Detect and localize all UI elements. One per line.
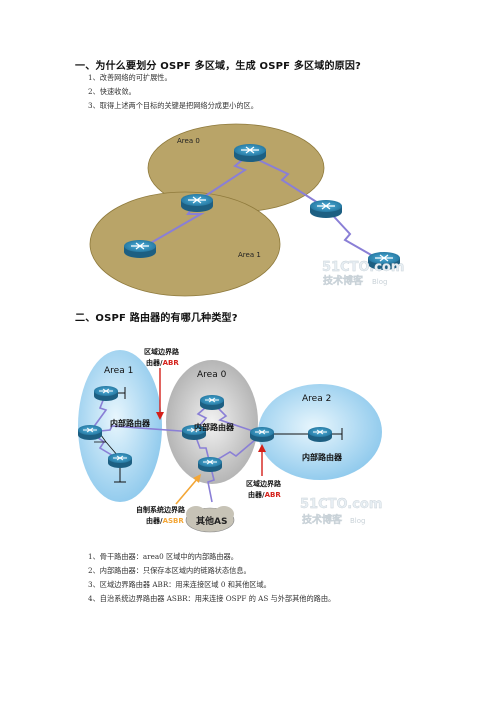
internal-router-right: 内部路由器 [302, 452, 343, 462]
area1-ellipse [89, 191, 281, 297]
area1-label: Area 1 [104, 366, 133, 376]
router-abr-right [249, 426, 275, 443]
watermark-blog-cn-2: 技术博客 [302, 513, 343, 526]
abr-top-accent: ABR [163, 359, 180, 367]
router-area1-bottom [107, 452, 133, 469]
abr-bottom-label-line2: 由器/ABR [248, 490, 281, 499]
abr-bottom-label-line1: 区域边界路 [246, 479, 282, 488]
router-area0-right [309, 199, 343, 219]
section2-item-3: 3、区域边界路由器 ABR：用来连接区域 0 和其他区域。 [88, 580, 271, 589]
router-area1-internal [123, 239, 157, 259]
watermark-blog-1: Blog [372, 278, 387, 286]
area1-label: Area 1 [238, 251, 261, 259]
watermark-blog-2: Blog [350, 517, 365, 525]
section2-item-2: 2、内部路由器：只保存本区域内的链路状态信息。 [88, 566, 251, 575]
section1-item-2: 2、快速收敛。 [88, 87, 136, 96]
router-area0-top [233, 143, 267, 163]
watermark-51cto-1: 51CTO.com [322, 260, 404, 275]
ospf-multi-area-diagram: Area 0 Area 1 51CTO.com 技术博客 Blog [89, 123, 405, 297]
section1-item-3: 3、取得上述两个目标的关键是把网络分成更小的区。 [88, 101, 258, 110]
asbr-label-line2: 由器/ASBR [146, 516, 184, 525]
section1-item-1: 1、改善网络的可扩展性。 [88, 73, 172, 82]
abr-top-label-line1: 区域边界路 [144, 347, 180, 356]
area0-label: Area 0 [177, 137, 200, 145]
asbr-accent: ASBR [163, 517, 185, 525]
area0-region [166, 360, 258, 484]
section2-item-4: 4、自治系统边界路由器 ASBR：用来连接 OSPF 的 AS 与外部其他的路由… [88, 594, 336, 603]
router-asbr [197, 456, 223, 473]
router-abr-area0-area1 [180, 193, 214, 213]
abr-top-label-line2: 由器/ABR [146, 358, 179, 367]
abr-bottom-accent: ABR [265, 491, 282, 499]
internal-router-center: 内部路由器 [194, 422, 235, 432]
router-area0-top [199, 394, 225, 411]
other-as-cloud: 其他AS [185, 506, 235, 533]
router-area1-left [77, 424, 103, 441]
area0-label: Area 0 [197, 370, 227, 380]
other-as-label: 其他AS [196, 515, 227, 527]
internal-router-left: 内部路由器 [110, 418, 151, 428]
section1-title: 一、为什么要划分 OSPF 多区域，生成 OSPF 多区域的原因? [75, 61, 362, 72]
section2-item-1: 1、骨干路由器：area0 区域中的内部路由器。 [88, 552, 238, 561]
router-area2-internal [307, 426, 333, 443]
asbr-label-line1: 自制系统边界路 [136, 505, 186, 514]
router-area1-top [93, 385, 119, 402]
watermark-51cto-2: 51CTO.com [300, 497, 382, 512]
ospf-router-types-diagram: Area 1 Area 0 Area 2 其他A [77, 347, 383, 533]
watermark-blog-cn-1: 技术博客 [323, 274, 364, 287]
section2-title: 二、OSPF 路由器的有哪几种类型? [75, 313, 238, 324]
area2-label: Area 2 [302, 394, 331, 404]
